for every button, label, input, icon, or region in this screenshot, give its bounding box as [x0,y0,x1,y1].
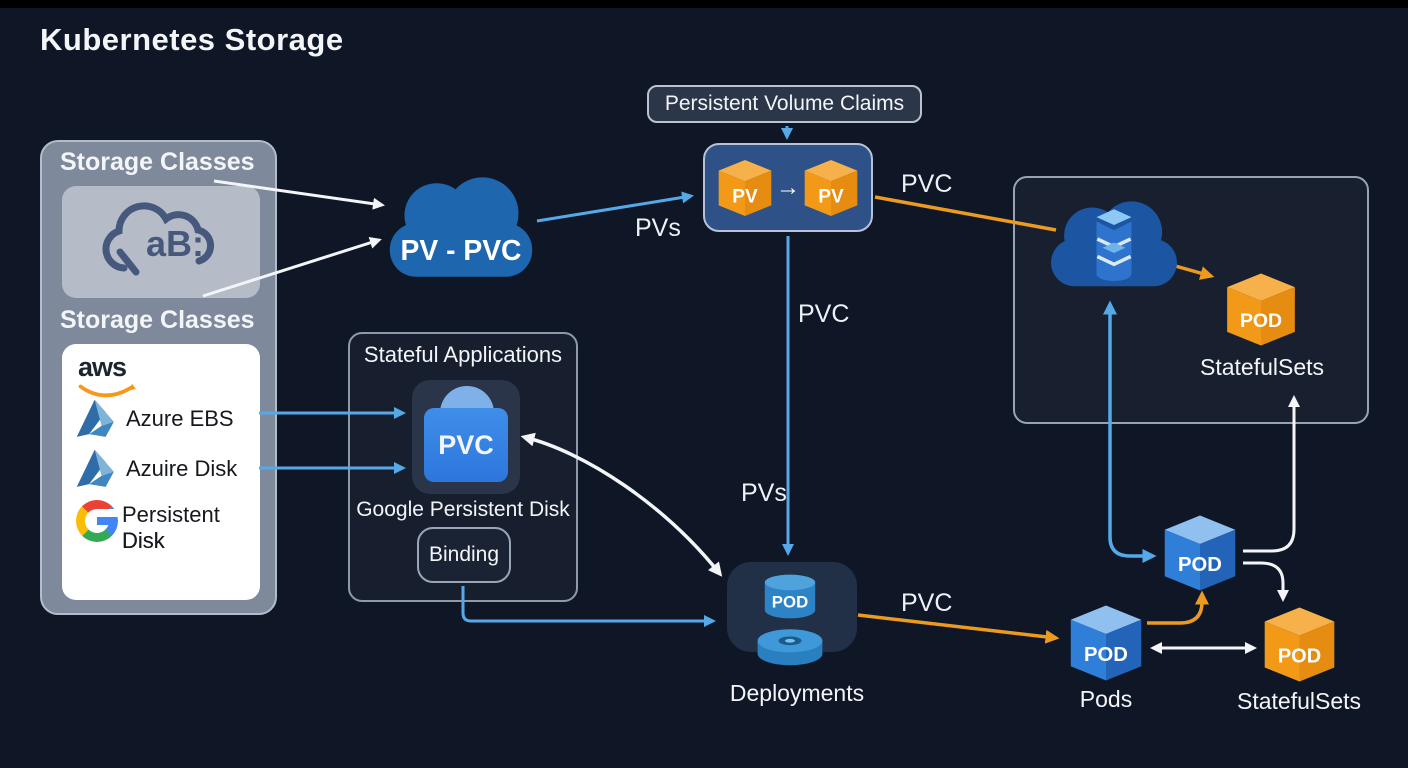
edge-pod-to-statefulset-cube [1243,561,1289,602]
pods-cube-label: POD [1084,644,1128,666]
database-icon [1096,209,1132,281]
deployments-caption: Deployments [729,680,865,706]
persistent-volume-claims-pill: Persistent Volume Claims [647,85,922,123]
google-persistent-disk-label: Google Persistent Disk [356,498,570,521]
top-black-bar [0,0,1408,8]
deployments-disk-icon [754,622,826,674]
storage-class-cloud-card: aB: [62,186,260,298]
cloud-ab-label: aB: [146,223,204,264]
pv-cube-left: PV [718,159,772,216]
top-pod-label: POD [1178,554,1222,576]
binding-label: Binding [428,543,500,566]
pv-binding-box: PV → PV [703,143,873,232]
deployments-pod-label: POD [772,593,808,612]
storage-panel-subtitle: Storage Classes [60,306,255,334]
provider-label-gpd-line2: Disk [122,528,165,553]
azure-icon [74,398,118,440]
cloud-shape-icon [389,177,533,277]
aws-smile-icon [78,383,136,398]
pods-caption: Pods [1079,686,1133,712]
pv-cube-right: PV [804,159,858,216]
pv-pvc-label: PV - PVC [401,234,522,266]
edge-label-pvc-vertical: PVC [798,300,850,328]
pv-cube-left-label: PV [732,186,758,207]
top-pod-cube: POD [1162,514,1238,592]
cloud-outline [102,202,215,272]
edge-pods-to-toppod [1147,590,1209,625]
binding-pill: Binding [417,527,511,583]
edge-label-pvc-bottom: PVC [901,589,953,617]
provider-label-azure-ebs: Azure EBS [126,406,234,431]
google-icon [76,500,118,542]
edge-label-pvs-vertical: PVs [741,479,787,507]
statefulset-pod-label: POD [1240,310,1282,332]
statefulsets-panel-caption: StatefulSets [1199,354,1325,380]
cloud-ab-icon: aB: [102,202,215,276]
azure-icon [74,448,118,490]
deployments-pod-cylinder-icon: POD [756,574,824,622]
cloud-database-icon [1044,193,1184,299]
aws-logo-text: aws [78,352,127,382]
statefulset-pod-cube: POD [1225,272,1297,347]
stateful-applications-title: Stateful Applications [363,342,563,367]
pods-cube: POD [1068,604,1144,682]
pv-cube-right-label: PV [818,186,844,207]
statefulsets-caption: StatefulSets [1236,688,1362,714]
pvc-pill-label: Persistent Volume Claims [664,92,905,115]
statefulsets-cube: POD [1262,606,1337,683]
provider-label-azuire-disk: Azuire Disk [126,456,238,481]
page-title: Kubernetes Storage [40,22,344,57]
statefulsets-cube-label: POD [1278,645,1321,667]
provider-label-gpd-line1: Persistent Disk [122,502,220,553]
edge-label-pvs-top: PVs [635,214,681,242]
pv-pvc-cloud: PV - PVC [383,166,539,294]
cloud-slash [116,248,140,276]
pvc-icon-label: PVC [438,429,494,460]
pvc-icon: PVC [424,408,508,482]
storage-panel-title: Storage Classes [60,148,255,176]
pv-to-pv-arrow-icon: → [776,173,800,201]
aws-logo: aws [78,352,136,399]
edge-deployments-to-pods [857,613,1060,644]
edge-label-pvc-top-right: PVC [901,170,953,198]
provider-card: aws Azure EBS Azuire Disk [62,344,260,600]
